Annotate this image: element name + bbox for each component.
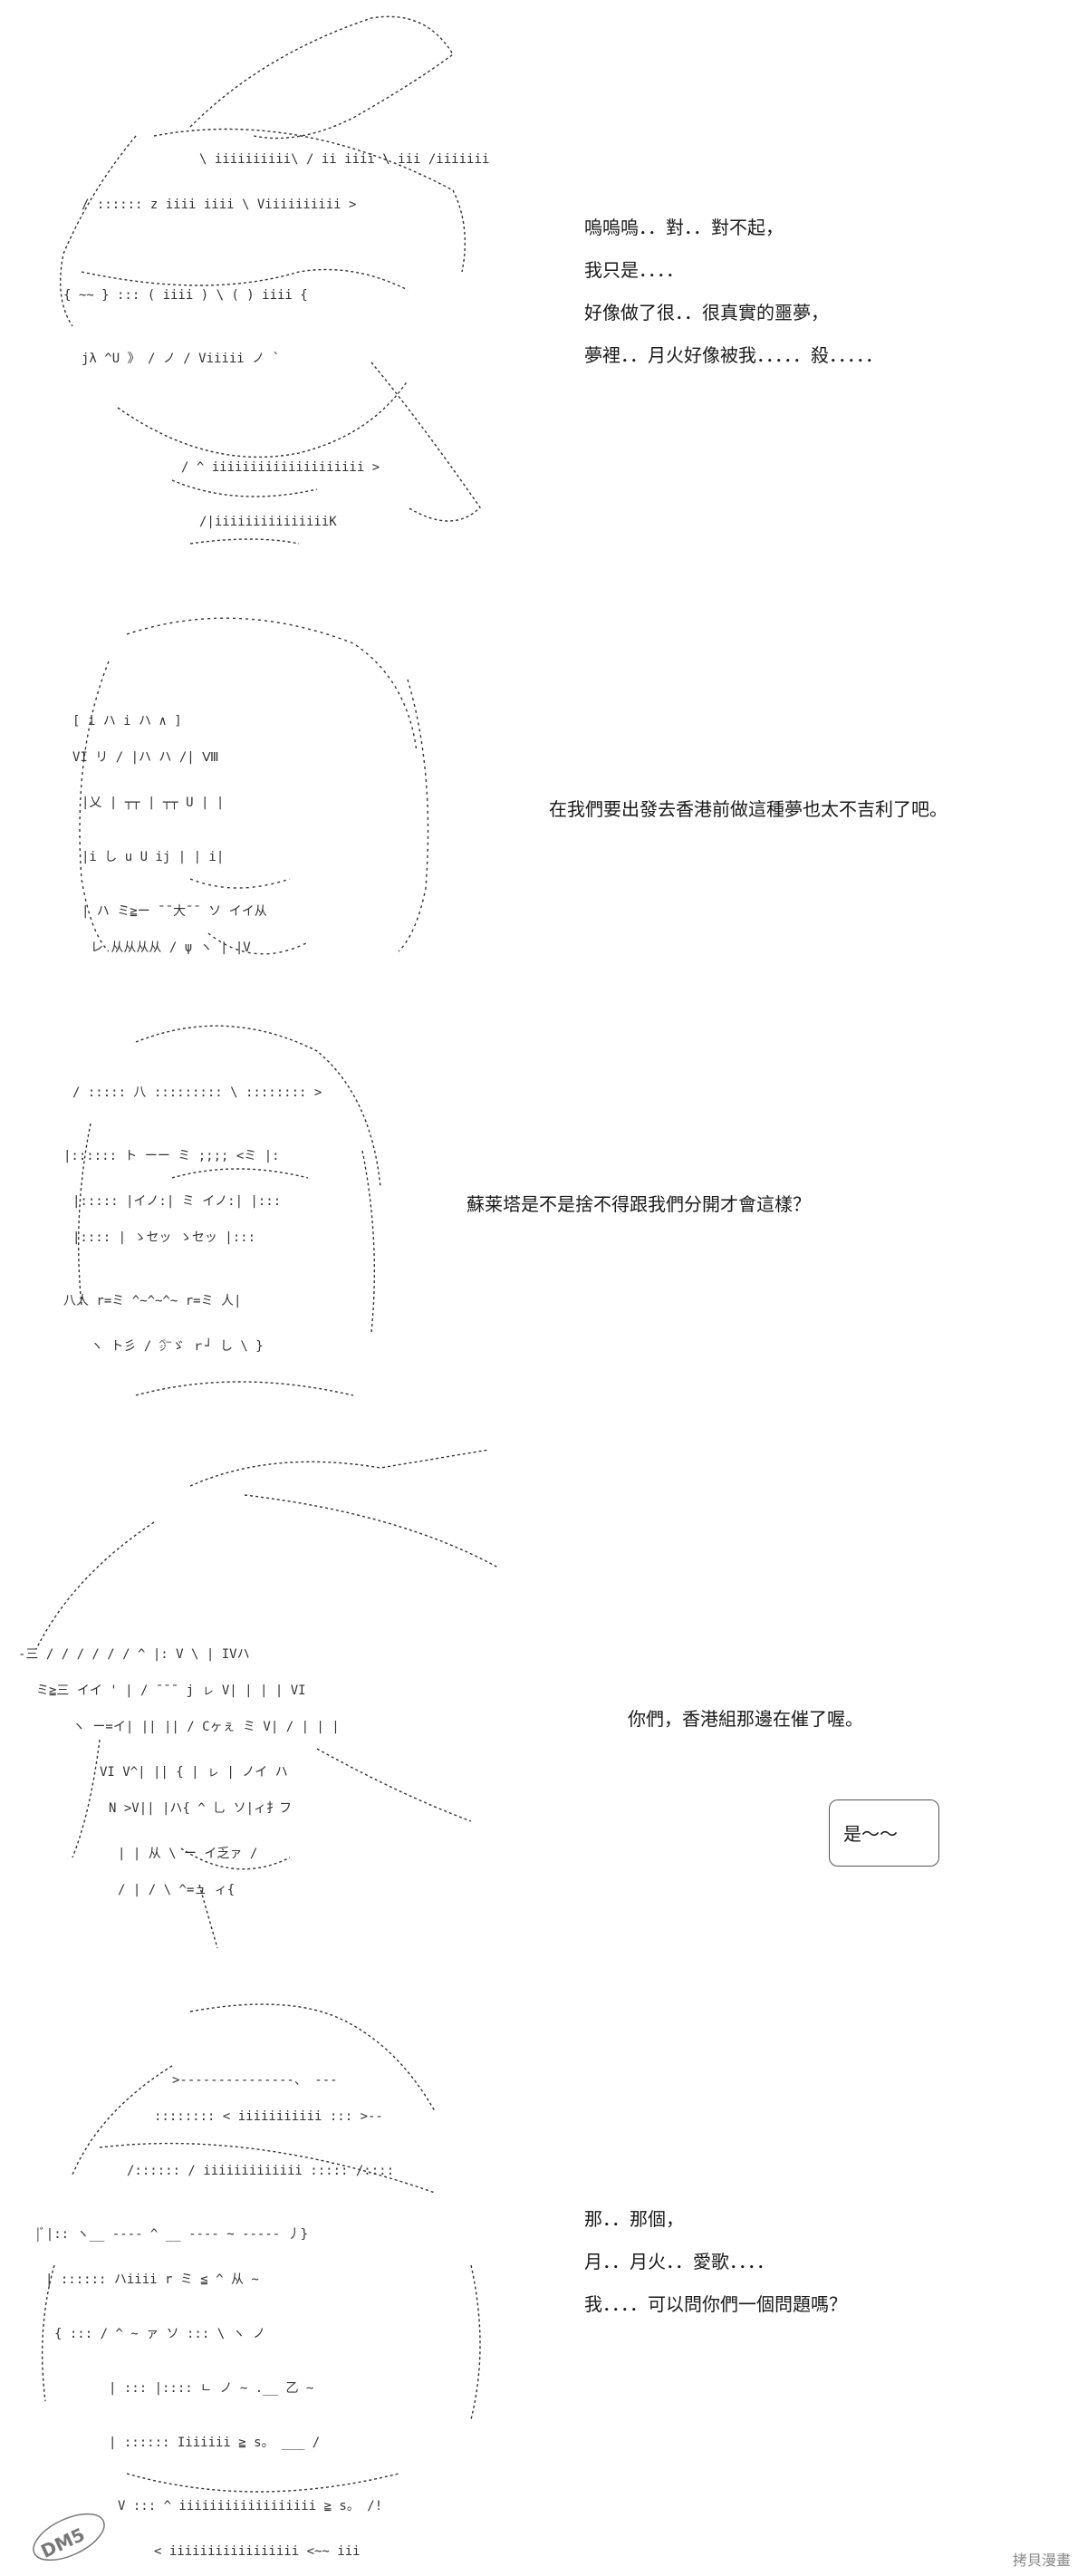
svg-text:-三 / / / / / / ^ |: V \ | IVハ: -三 / / / / / / ^ |: V \ | IVハ — [18, 1647, 250, 1662]
svg-text:八人 r=ミ ^~^~^~ r=ミ 人|: 八人 r=ミ ^~^~^~ r=ミ 人| — [63, 1294, 241, 1308]
dm5-logo-icon: DM5 — [25, 2510, 111, 2564]
dialogue-line: 夢裡．．月火好像被我．．．．．殺．．．．． — [584, 344, 883, 366]
dialogue-line: 我只是．．．． — [584, 259, 684, 281]
svg-text:|:::::: ト ーー ミ ;;;; <ミ |:: |:::::: ト ーー ミ ;;;; <ミ |: — [63, 1149, 280, 1163]
svg-text:| | 从 \ ー イ乏ァ /: | | 从 \ ー イ乏ァ / — [118, 1847, 257, 1861]
svg-text:| ::: |:::: ㄴ ノ ~ .__ 乙 ~: | ::: |:::: ㄴ ノ ~ .__ 乙 ~ — [109, 2381, 313, 2396]
svg-text:VI リ / |ハ ハ /| Ⅷ: VI リ / |ハ ハ /| Ⅷ — [72, 750, 219, 765]
svg-text:/:::::: / iiiiiiiiiiiii :::::: /:::::: / iiiiiiiiiiiii ::::: /:::: — [127, 2164, 394, 2178]
ascii-art-panel-2: [ i ハ i ハ ∧ ] VI リ / |ハ ハ /| Ⅷ |乂 | ┬┬ |… — [54, 589, 444, 988]
dialogue-panel-4: 你們，香港組那邊在催了喔。 — [628, 1707, 863, 1750]
dm5-logo-graphic: DM5 — [33, 2513, 105, 2562]
svg-text:ミ≧三 イイ ' | / ¯¯¯ j ㇾ V| | | |: ミ≧三 イイ ' | / ¯¯¯ j ㇾ V| | | | VI — [36, 1684, 306, 1698]
svg-text:< iiiiiiiiiiiiiiiii <~~ iii: < iiiiiiiiiiiiiiiii <~~ iii — [154, 2544, 361, 2559]
watermark-text: 拷貝漫畫 — [1013, 2552, 1072, 2569]
svg-text:/ :::::: z iiii iiii \ Viiiiii: / :::::: z iiii iiii \ Viiiiiiiiii > — [82, 198, 356, 212]
svg-text:VI V^| || { | ㇾ | ノイ ハ: VI V^| || { | ㇾ | ノイ ハ — [100, 1765, 288, 1780]
svg-text:/ | / \ ^=ュ ィ{: / | / \ ^=ュ ィ{ — [118, 1883, 235, 1897]
svg-text:レ 从从从从 / ψ ヽ | |V: レ 从从从从 / ψ ヽ | |V — [91, 941, 251, 955]
speech-bubble: 是～～ — [829, 1799, 939, 1867]
dialogue-line: 我．．．．可以問你們一個問題嗎？ — [584, 2293, 847, 2315]
dialogue-line: 月．．月火．．愛歌．．．． — [584, 2251, 774, 2272]
svg-text:{ ~~ } ::: ( iiii ) \ ( ) iiii: { ~~ } ::: ( iiii ) \ ( ) iiii { — [63, 288, 308, 303]
ascii-art-character-messy-hair-icon: -三 / / / / / / ^ |: V \ | IVハ ミ≧三 イイ ' |… — [18, 1449, 499, 1949]
dialogue-panel-2: 在我們要出發去香港前做這種夢也太不吉利了吧。 — [549, 797, 948, 840]
svg-text:| ハ ミ≧ー ¯¯大¯¯ ソ イイ从: | ハ ミ≧ー ¯¯大¯¯ ソ イイ从 — [82, 904, 267, 919]
dm5-logo-text: DM5 — [37, 2523, 88, 2562]
svg-text:|i し u U ij | | i|: |i し u U ij | | i| — [82, 850, 224, 864]
svg-text:/|iiiiiiiiiiiiiiiK: /|iiiiiiiiiiiiiiiK — [199, 515, 337, 529]
ascii-art-character-straight-bangs-icon: / ::::: 八 ::::::::: \ :::::::: > |::::::… — [63, 1025, 381, 1396]
ascii-art-panel-4: -三 / / / / / / ^ |: V \ | IVハ ミ≧三 イイ ' |… — [18, 1432, 534, 1957]
svg-text::::::::: < iiiiiiiiiii ::: >--: :::::::: < iiiiiiiiiii ::: >-- — [154, 2109, 383, 2124]
dialogue-line: 你們，香港組那邊在催了喔。 — [628, 1708, 863, 1730]
dialogue-line: 嗚嗚嗚．．對．．對不起， — [584, 217, 784, 238]
dialogue-line: 蘇莱塔是不是捨不得跟我們分開才會這樣？ — [467, 1193, 811, 1215]
ascii-art-panel-1: \ iiiiiiiiii\ / ii iiii \ iii /iiiiiii /… — [27, 0, 498, 562]
dialogue-line: 那．．那個， — [584, 2208, 684, 2230]
dialogue-line: 好像做了很．．很真實的噩夢， — [584, 302, 829, 323]
svg-text:|乂 | ┬┬ | ┬┬ U | |: |乂 | ┬┬ | ┬┬ U | | — [82, 796, 224, 810]
svg-text:| :::::: Iiiiiii ≧ s。 ___ /: | :::::: Iiiiiii ≧ s。 ___ / — [109, 2436, 320, 2450]
svg-text:V ::: ^ iiiiiiiiiiiiiiiiii ≧ s: V ::: ^ iiiiiiiiiiiiiiiiii ≧ s。 /! — [118, 2499, 382, 2513]
dialogue-panel-3: 蘇莱塔是不是捨不得跟我們分開才會這樣？ — [467, 1192, 811, 1235]
svg-text:{ ::: / ^ ~ ァ ソ ::: \ ヽ ノ: { ::: / ^ ~ ァ ソ ::: \ ヽ ノ — [54, 2327, 265, 2341]
ascii-art-panel-3: / ::::: 八 ::::::::: \ :::::::: > |::::::… — [54, 1006, 399, 1404]
svg-text:>---------------、 ---: >---------------、 --- — [172, 2073, 338, 2088]
ascii-art-character-ribbon-hat-2-icon: >---------------、 --- :::::::: < iiiiiii… — [36, 2003, 481, 2559]
svg-text:/ ^ iiiiiiiiiiiiiiiiiiii >: / ^ iiiiiiiiiiiiiiiiiiii > — [181, 460, 380, 475]
ascii-art-panel-5: >---------------、 --- :::::::: < iiiiiii… — [18, 1966, 525, 2573]
ascii-art-character-long-hair-icon: [ i ハ i ハ ∧ ] VI リ / |ハ ハ /| Ⅷ |乂 | ┬┬ |… — [72, 617, 429, 955]
speech-bubble-frame — [829, 1799, 939, 1867]
dialogue-panel-1: 嗚嗚嗚．．對．．對不起， 我只是．．．． 好像做了很．．很真實的噩夢， 夢裡．．… — [584, 216, 883, 386]
svg-text:jλ ^U 》 / ノ / Viiiii ノ `: jλ ^U 》 / ノ / Viiiii ノ ` — [82, 352, 280, 366]
speech-bubble-text: 是～～ — [843, 1823, 898, 1845]
svg-text:|::::: |イノ:| ミ イノ:| |:::: |::::: |イノ:| ミ イノ:| |::: — [72, 1194, 281, 1209]
dialogue-line: 在我們要出發去香港前做這種夢也太不吉利了吧。 — [549, 798, 948, 820]
svg-text:ヽ ー=イ| || || / Cヶぇ ミ V| / | |: ヽ ー=イ| || || / Cヶぇ ミ V| / | | | — [72, 1720, 340, 1734]
ascii-art-character-ribbon-hat-icon: \ iiiiiiiiii\ / ii iiii \ iii /iiiiiii /… — [60, 15, 489, 545]
svg-text:N >V|| |ハ{ ^ 乚 ソ|ィ扌フ: N >V|| |ハ{ ^ 乚 ソ|ィ扌フ — [109, 1801, 292, 1816]
svg-text:\ iiiiiiiiii\ / ii iiii \ iii: \ iiiiiiiiii\ / ii iiii \ iii /iiiiiii — [199, 152, 489, 167]
dialogue-panel-5: 那．．那個， 月．．月火．．愛歌．．．． 我．．．．可以問你們一個問題嗎？ — [584, 2207, 847, 2335]
svg-text:/ ::::: 八 ::::::::: \ ::::::::: / ::::: 八 ::::::::: \ :::::::: > — [72, 1085, 322, 1100]
svg-text:|:::: | ゝセッ ゝセッ |:::: |:::: | ゝセッ ゝセッ |::: — [72, 1230, 255, 1245]
svg-text:ヽ ト彡 / ㌻ゞ ｒ┘ し \ }: ヽ ト彡 / ㌻ゞ ｒ┘ し \ } — [91, 1338, 264, 1354]
svg-text:[ i ハ i ハ ∧ ]: [ i ハ i ハ ∧ ] — [72, 714, 182, 728]
svg-text:|ﾞ|:: ヽ__ ---- ^ __ ---- ~ ---: |ﾞ|:: ヽ__ ---- ^ __ ---- ~ ----- 丿} — [36, 2227, 308, 2242]
svg-text:| :::::: ハiiii r ミ ≦ ^ 从 ~: | :::::: ハiiii r ミ ≦ ^ 从 ~ — [45, 2272, 259, 2287]
